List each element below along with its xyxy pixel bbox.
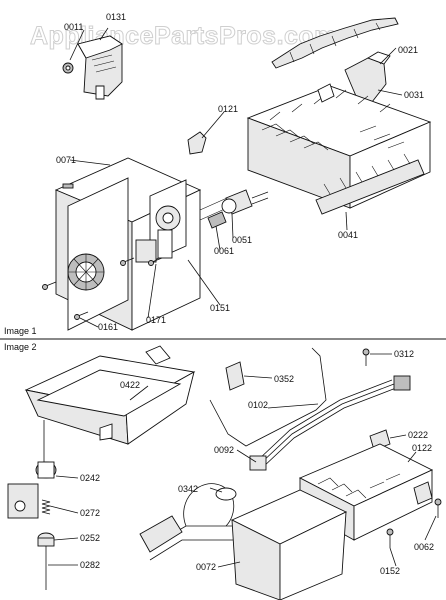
part-0242-valve[interactable] <box>7 420 57 519</box>
part-0312-screw[interactable] <box>362 348 370 366</box>
label-0252: 0252 <box>80 533 100 543</box>
part-0061-thermostat[interactable] <box>207 211 227 229</box>
part-0092-harness[interactable] <box>249 375 411 471</box>
label-0242: 0242 <box>80 473 100 483</box>
part-0121-clip[interactable] <box>187 131 207 155</box>
part-0352-clip[interactable] <box>225 361 245 391</box>
part-0272-spring[interactable] <box>41 499 51 515</box>
label-0102: 0102 <box>248 400 268 410</box>
label-0272: 0272 <box>80 508 100 518</box>
part-0222-bracket[interactable] <box>369 429 391 451</box>
label-0152: 0152 <box>380 566 400 576</box>
image-2-group: Image 2 <box>4 342 442 600</box>
label-0062: 0062 <box>414 542 434 552</box>
part-0021-cover[interactable] <box>344 51 391 103</box>
label-0011: 0011 <box>64 22 83 32</box>
part-0062-screw[interactable] <box>434 498 442 518</box>
part-labels-image2: 0312 0422 0352 0102 0222 0092 0122 0242 … <box>80 349 434 576</box>
image-1-group: 0131 0011 0021 0031 0121 0071 0051 0061 … <box>4 12 432 336</box>
label-0121: 0121 <box>218 104 238 114</box>
label-0222: 0222 <box>408 430 428 440</box>
part-0342-fill-tube[interactable] <box>139 483 237 561</box>
part-0102-arm[interactable] <box>209 347 327 447</box>
label-0282: 0282 <box>80 560 100 570</box>
label-0161: 0161 <box>98 322 118 332</box>
part-0041-ejector[interactable] <box>315 153 425 215</box>
label-0031: 0031 <box>404 90 424 100</box>
leader-lines-image1 <box>69 27 403 328</box>
part-0031-ice-mold[interactable] <box>246 83 432 209</box>
part-0252-nut[interactable] <box>37 532 55 547</box>
label-0051: 0051 <box>232 235 252 245</box>
label-0151: 0151 <box>210 303 230 313</box>
label-0092: 0092 <box>214 445 234 455</box>
label-0422: 0422 <box>120 380 140 390</box>
label-0122: 0122 <box>412 443 432 453</box>
label-0352: 0352 <box>274 374 294 384</box>
label-0041: 0041 <box>338 230 358 240</box>
part-0152-screw[interactable] <box>386 528 394 548</box>
label-0312: 0312 <box>394 349 414 359</box>
section-label-image-2: Image 2 <box>4 342 37 352</box>
label-0021: 0021 <box>398 45 418 55</box>
part-0422-ice-bucket[interactable] <box>24 345 196 445</box>
label-0071: 0071 <box>56 155 76 165</box>
screws-image1[interactable] <box>42 257 163 320</box>
label-0342: 0342 <box>178 484 198 494</box>
label-0171: 0171 <box>146 315 166 325</box>
part-labels-image1: 0131 0011 0021 0031 0121 0071 0051 0061 … <box>56 12 424 332</box>
part-0071-housing[interactable] <box>54 157 237 331</box>
part-0011-shutoff-arm[interactable] <box>271 17 399 69</box>
leader-lines-image2 <box>48 353 437 568</box>
label-0061: 0061 <box>214 246 234 256</box>
label-0131: 0131 <box>106 12 126 22</box>
part-0072-cover[interactable] <box>230 489 348 600</box>
part-0051-motor[interactable] <box>221 189 269 215</box>
section-label-image-1: Image 1 <box>4 326 37 336</box>
label-0072: 0072 <box>196 562 216 572</box>
part-0131-bracket[interactable] <box>62 35 123 100</box>
